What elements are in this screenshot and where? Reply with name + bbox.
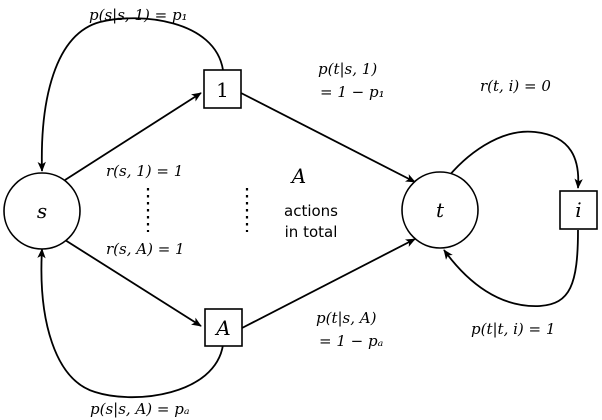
label-r-s-A: r(s, A) = 1 bbox=[106, 240, 185, 258]
label-p-t-s-1-line2: = 1 − p₁ bbox=[320, 83, 385, 101]
action-i-label: i bbox=[575, 198, 581, 222]
edge-A-to-t bbox=[241, 238, 416, 329]
edge-1-self-loop-to-s bbox=[37, 17, 224, 172]
label-p-t-s-A-line2: = 1 − pₐ bbox=[319, 332, 383, 350]
action-node-1: 1 bbox=[203, 69, 242, 109]
action-node-A: A bbox=[204, 308, 243, 347]
label-p-t-s-1-line1: p(t|s, 1) bbox=[318, 60, 377, 78]
action-1-label: 1 bbox=[216, 78, 229, 102]
edge-A-self-loop-to-s bbox=[37, 248, 224, 399]
edge-s-to-1 bbox=[64, 92, 202, 181]
edge-s-to-A bbox=[64, 239, 202, 327]
label-p-s-s-A: p(s|s, A) = pₐ bbox=[90, 400, 189, 418]
label-actions-line1: actions bbox=[284, 202, 338, 220]
label-p-s-s-1: p(s|s, 1) = p₁ bbox=[89, 6, 188, 24]
label-actions-line2: in total bbox=[285, 223, 338, 241]
state-s-label: s bbox=[37, 199, 47, 223]
label-r-t-i: r(t, i) = 0 bbox=[480, 77, 551, 95]
label-p-t-s-A-line1: p(t|s, A) bbox=[316, 309, 377, 327]
state-node-t: t bbox=[401, 171, 479, 249]
state-t-label: t bbox=[436, 198, 445, 222]
action-node-i: i bbox=[559, 190, 598, 230]
action-A-label: A bbox=[214, 316, 230, 340]
label-p-t-t-i: p(t|t, i) = 1 bbox=[471, 320, 555, 338]
state-node-s: s bbox=[3, 172, 81, 250]
label-A-actions-symbol: A bbox=[290, 164, 306, 188]
edge-t-to-i bbox=[443, 130, 583, 189]
edge-1-to-t bbox=[240, 92, 416, 183]
label-r-s-1: r(s, 1) = 1 bbox=[106, 162, 183, 180]
edge-i-to-t bbox=[443, 229, 579, 307]
